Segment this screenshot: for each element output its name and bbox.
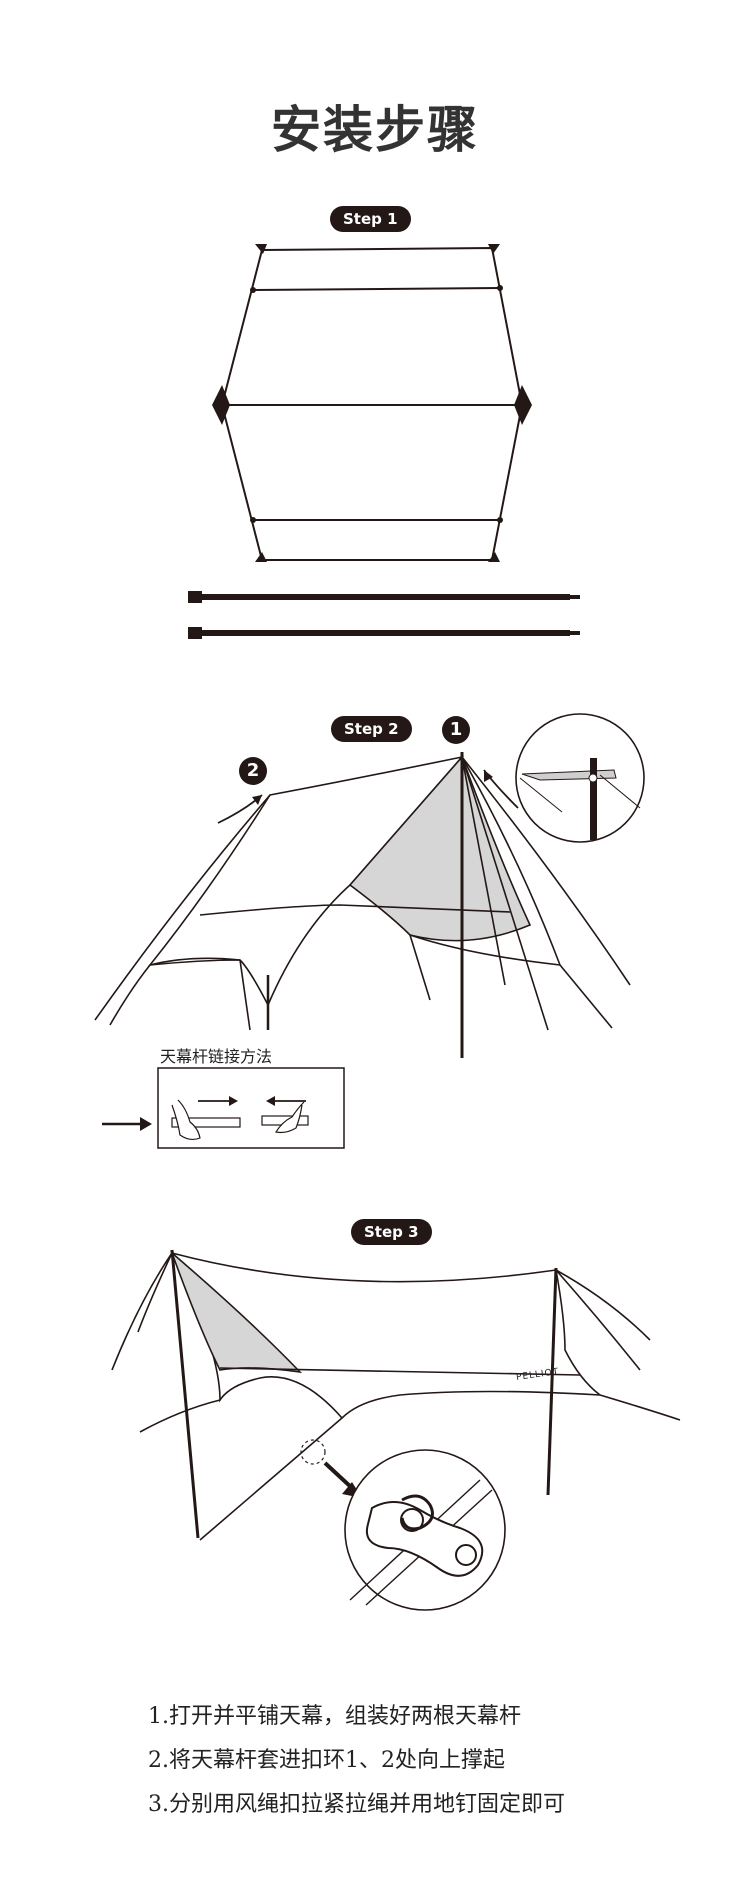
corner-loop-tr <box>488 244 500 254</box>
arrow-2-head <box>252 795 262 805</box>
tensioner-icon <box>366 1501 484 1577</box>
zoom-ring <box>588 773 598 783</box>
guy-line-6 <box>461 756 631 986</box>
guy-front <box>139 1399 221 1433</box>
knot-icon <box>400 1494 434 1531</box>
entry-arrow-head <box>140 1117 152 1131</box>
tarp-seam-line <box>219 1367 581 1376</box>
tarp-bottom-curve <box>409 934 561 966</box>
side-loop-left <box>212 385 230 425</box>
guy-bottom <box>199 1417 343 1541</box>
guy-line-8 <box>461 756 506 986</box>
pole-2 <box>200 630 570 636</box>
push-arrow-right-head <box>229 1096 238 1106</box>
tarp-front-curve <box>149 957 241 966</box>
pole-left <box>170 1249 200 1539</box>
step-2-marker-1: 1 <box>442 716 470 744</box>
tarp-main <box>170 1251 603 1420</box>
zoom-guy-2 <box>599 774 641 809</box>
zoom-pole <box>590 758 597 840</box>
pole-segment-left <box>171 1117 241 1128</box>
instruction-1: 1.打开并平铺天幕，组装好两根天幕杆 <box>148 1704 521 1729</box>
guy-right-1 <box>555 1269 641 1371</box>
step-1-badge: Step 1 <box>330 206 411 232</box>
tarp-seam <box>199 904 511 916</box>
guy-left-1 <box>111 1252 173 1371</box>
pole-right <box>546 1267 558 1496</box>
guy-line-4 <box>409 934 431 1001</box>
tensioner-hole-2 <box>455 1544 477 1566</box>
band-loop-1 <box>250 287 256 293</box>
push-arrow-left-head <box>266 1096 275 1106</box>
pole-2-cap <box>188 627 202 639</box>
corner-loop-br <box>488 552 500 562</box>
instruction-3: 3.分别用风绳扣拉紧拉绳并用地钉固定即可 <box>148 1792 565 1817</box>
guy-left-2 <box>137 1252 173 1333</box>
pole-1 <box>200 594 570 600</box>
instruction-list: 1.打开并平铺天幕，组装好两根天幕杆 2.将天幕杆套进扣环1、2处向上撑起 3.… <box>148 1695 708 1827</box>
step-1-illustration <box>188 244 580 639</box>
instruction-2: 2.将天幕杆套进扣环1、2处向上撑起 <box>148 1748 505 1773</box>
zoom-arrow <box>323 1461 354 1490</box>
pole-2-tip <box>570 631 580 635</box>
right-hand-icon <box>275 1101 305 1134</box>
band-loop-2 <box>497 285 503 291</box>
guy-back <box>599 1394 681 1421</box>
arrow-1-head <box>484 770 493 782</box>
guy-line-5 <box>461 756 549 1031</box>
tarp-top-band <box>252 287 501 291</box>
zoom-guy <box>519 777 563 813</box>
band-loop-3 <box>250 517 256 523</box>
step-3-badge: Step 3 <box>351 1219 432 1245</box>
guy-line-1 <box>94 794 271 1021</box>
step-3-illustration <box>111 1249 681 1611</box>
step-2-illustration <box>94 713 645 1149</box>
pole-connect-label: 天幕杆链接方法 <box>160 1047 273 1066</box>
page-title: 安装步骤 <box>271 100 479 159</box>
tarp-right-edge <box>461 756 561 966</box>
guy-line-7 <box>559 964 613 1029</box>
guy-right-2 <box>555 1269 651 1341</box>
corner-loop-bl <box>255 552 267 562</box>
corner-loop-tl <box>255 244 267 254</box>
left-hand-icon <box>171 1099 201 1141</box>
guy-line-2 <box>109 964 151 1026</box>
focus-circle <box>300 1439 326 1465</box>
tarp-shaded-panel <box>348 755 532 942</box>
pole-1-tip <box>570 595 580 599</box>
step-2-marker-2: 2 <box>239 757 267 785</box>
guy-line-3 <box>239 959 251 1031</box>
pole-1-cap <box>188 591 202 603</box>
step-2-badge: Step 2 <box>331 716 412 742</box>
tarp-left-panel <box>148 755 465 1007</box>
side-loop-right <box>514 385 532 425</box>
band-loop-4 <box>497 517 503 523</box>
